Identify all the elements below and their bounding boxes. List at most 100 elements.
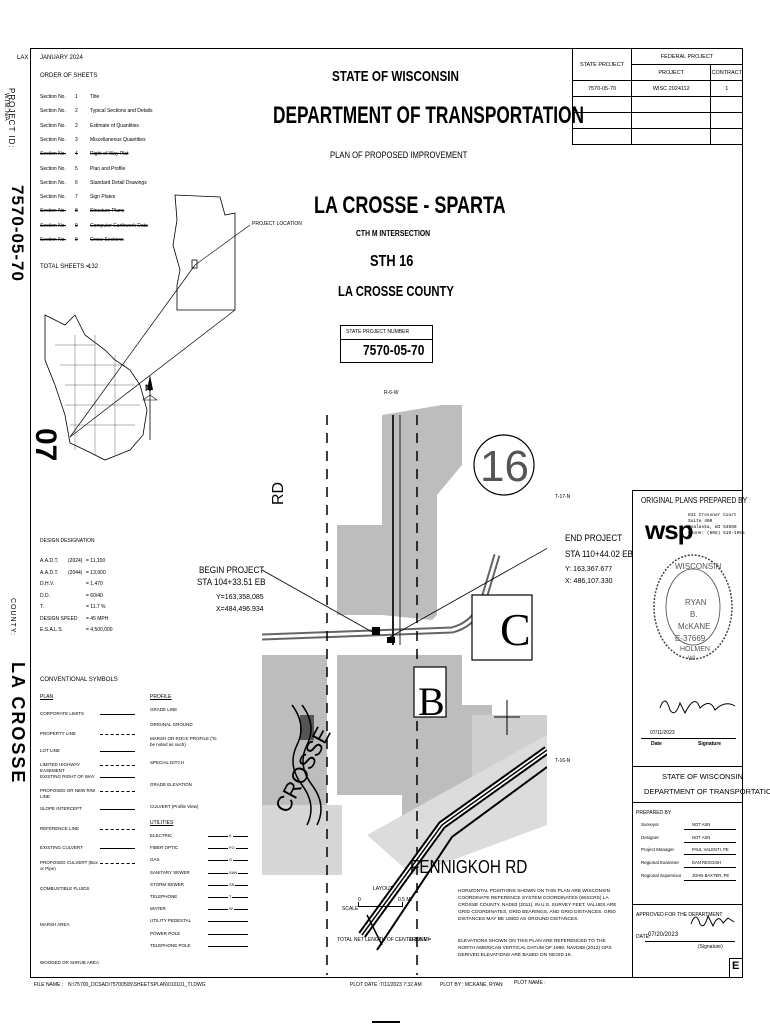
plan-symbol-label: MARSH AREA <box>40 922 70 927</box>
plot-date-label: PLOT DATE : <box>350 982 381 988</box>
approved-label: APPROVED FOR THE DEPARTMENT <box>636 912 723 918</box>
utility-code: E <box>228 833 233 838</box>
plan-symbol-line <box>100 848 135 849</box>
plan-symbol-label: EXISTING RIGHT OF WAY <box>40 774 95 779</box>
location-map <box>44 194 251 461</box>
sheet-title: Cross Sections <box>90 237 124 243</box>
role-label: Surveyor <box>641 822 660 827</box>
net-length-label: TOTAL NET LENGTH OF CENTERLINE = <box>337 937 432 943</box>
begin-y: Y=163,358,085 <box>216 594 264 601</box>
coords-note: HORIZONTAL POSITIONS SHOWN ON THIS PLAN … <box>458 889 617 922</box>
end-project-marker <box>387 637 395 643</box>
firm-address: 831 Crossner Court Suite 400 Onalaska, W… <box>688 513 745 536</box>
role-label: Regional Supervisor <box>641 872 682 878</box>
sheet-section: Section No. <box>40 136 66 143</box>
role-value: NOT ASN <box>692 834 711 840</box>
plan-symbol-label: PROPOSED OR NEW R/W LINE <box>40 788 96 799</box>
plot-by-label: PLOT BY : <box>440 982 464 988</box>
design-year: (2024) <box>68 558 83 564</box>
plan-symbol-label: LIMITED HIGHWAY EASEMENT <box>40 762 80 773</box>
utility-label: POWER POLE <box>150 930 181 936</box>
sheet-title: Sign Plates <box>90 194 116 201</box>
sheet-title: Structure Plans <box>90 208 125 215</box>
plan-symbol-line <box>100 765 135 766</box>
sheet-section: Section No. <box>40 179 66 186</box>
role-value: PAUL VALENTI, PE <box>692 847 729 853</box>
spn-box <box>340 325 433 363</box>
elevations-note: ELEVATIONS SHOWN ON THIS PLAN ARE REFERE… <box>458 939 612 958</box>
plot-by-value: MCKANE, RYAN <box>465 982 503 988</box>
end-project-label: END PROJECT <box>565 533 623 543</box>
county-outline <box>172 194 236 311</box>
design-key: D.H.V. <box>40 581 55 587</box>
role-label: Designer <box>641 834 660 840</box>
sheet-section: Section No. <box>40 237 66 243</box>
role-underline <box>684 829 736 830</box>
fennigkoh-label: FENNIGKOH RD <box>410 857 528 877</box>
project-location-label: PROJECT LOCATION <box>252 221 302 227</box>
plan-symbol-line <box>100 777 135 778</box>
plan-symbol-line <box>100 809 135 810</box>
seal-top: WISCONSIN <box>675 562 722 571</box>
utility-label: GAS <box>150 857 160 863</box>
shield-c-label: C <box>500 604 531 655</box>
sheet-number: 6 <box>75 179 78 186</box>
file-name-value: N:\75700_DCSAD\75700505\SHEETSPLAN\01010… <box>68 982 206 988</box>
t17n-label: T-17-N <box>555 494 571 500</box>
layout-label: LAYOUT <box>373 886 393 892</box>
lax-label: LAX <box>17 55 29 61</box>
begin-project-marker <box>372 627 380 635</box>
utility-code: W <box>228 906 234 912</box>
utility-code: SS <box>228 881 236 887</box>
scale-bar <box>358 906 403 907</box>
sheet-number: 2 <box>75 108 78 115</box>
sheet-section: Section No. <box>40 94 66 100</box>
county-sheet-number: 07 <box>29 428 62 462</box>
design-value: = 1,470 <box>86 581 103 587</box>
design-key: A.A.D.T. <box>40 558 59 564</box>
scale-half-mi: 0.5 MI <box>398 897 412 903</box>
shield-c <box>471 594 533 661</box>
plan-symbol-label: PROPERTY LINE <box>40 731 76 736</box>
project-name: LA CROSSE - SPARTA <box>314 192 506 219</box>
profile-symbol-label: GRADE LINE <box>150 707 178 712</box>
sheet-number: 7 <box>75 194 78 201</box>
county-label: COUNTY: <box>9 598 16 637</box>
profile-symbol-label: CULVERT (Profile View) <box>150 804 199 809</box>
plan-symbol-label: LOT LINE <box>40 748 60 753</box>
project-id-big: 7570-05-70 <box>8 185 27 282</box>
spn-value: 7570-05-70 <box>363 342 425 359</box>
sheet-section: Section No. <box>40 222 66 229</box>
sheet-section: Section No. <box>40 122 66 129</box>
spn-label: STATE PROJECT NUMBER <box>346 329 410 335</box>
role-underline <box>684 841 736 843</box>
county-big: LA CROSSE <box>8 662 28 785</box>
route-16-label: 16 <box>480 442 529 491</box>
plot-name-label: PLOT NAME : <box>514 980 546 986</box>
profile-symbol-label: ORIGINAL GROUND <box>150 722 193 727</box>
plot-date-value: 7/11/2023 7:32 AM <box>380 982 422 988</box>
shield-b-label: B <box>418 679 445 724</box>
rp-dept: DEPARTMENT OF TRANSPORTATION <box>644 787 770 796</box>
design-key: DESIGN SPEED <box>40 615 78 622</box>
file-name-label: FILE NAME : <box>34 982 64 988</box>
sheet-number: 2 <box>75 122 78 129</box>
county-title: LA CROSSE COUNTY <box>338 283 454 300</box>
begin-project-label: BEGIN PROJECT <box>199 565 265 575</box>
design-key: D.D. <box>40 592 50 599</box>
begin-x: X=484,496.934 <box>216 606 264 613</box>
plan-heading: PLAN <box>40 694 54 700</box>
rd-label: RD <box>270 481 287 505</box>
sheet-title: Plan and Profile <box>90 165 126 172</box>
original-plans-label: ORIGINAL PLANS PREPARED BY <box>641 496 748 505</box>
seal-number: E-37669 <box>675 634 706 643</box>
order-of-sheets-label: ORDER OF SHEETS <box>40 73 98 79</box>
title-plan: PLAN OF PROPOSED IMPROVEMENT <box>330 150 468 160</box>
utility-label: SANITARY SEWER <box>150 869 190 875</box>
role-value: DAN REGGISH <box>692 860 722 866</box>
plan-sheet <box>30 48 743 978</box>
title-state: STATE OF WISCONSIN <box>332 68 459 85</box>
plan-symbol-label: SLOPE INTERCEPT <box>40 806 82 811</box>
utility-label: STORM SEWER <box>150 881 184 887</box>
plan-symbol-line <box>100 734 135 735</box>
